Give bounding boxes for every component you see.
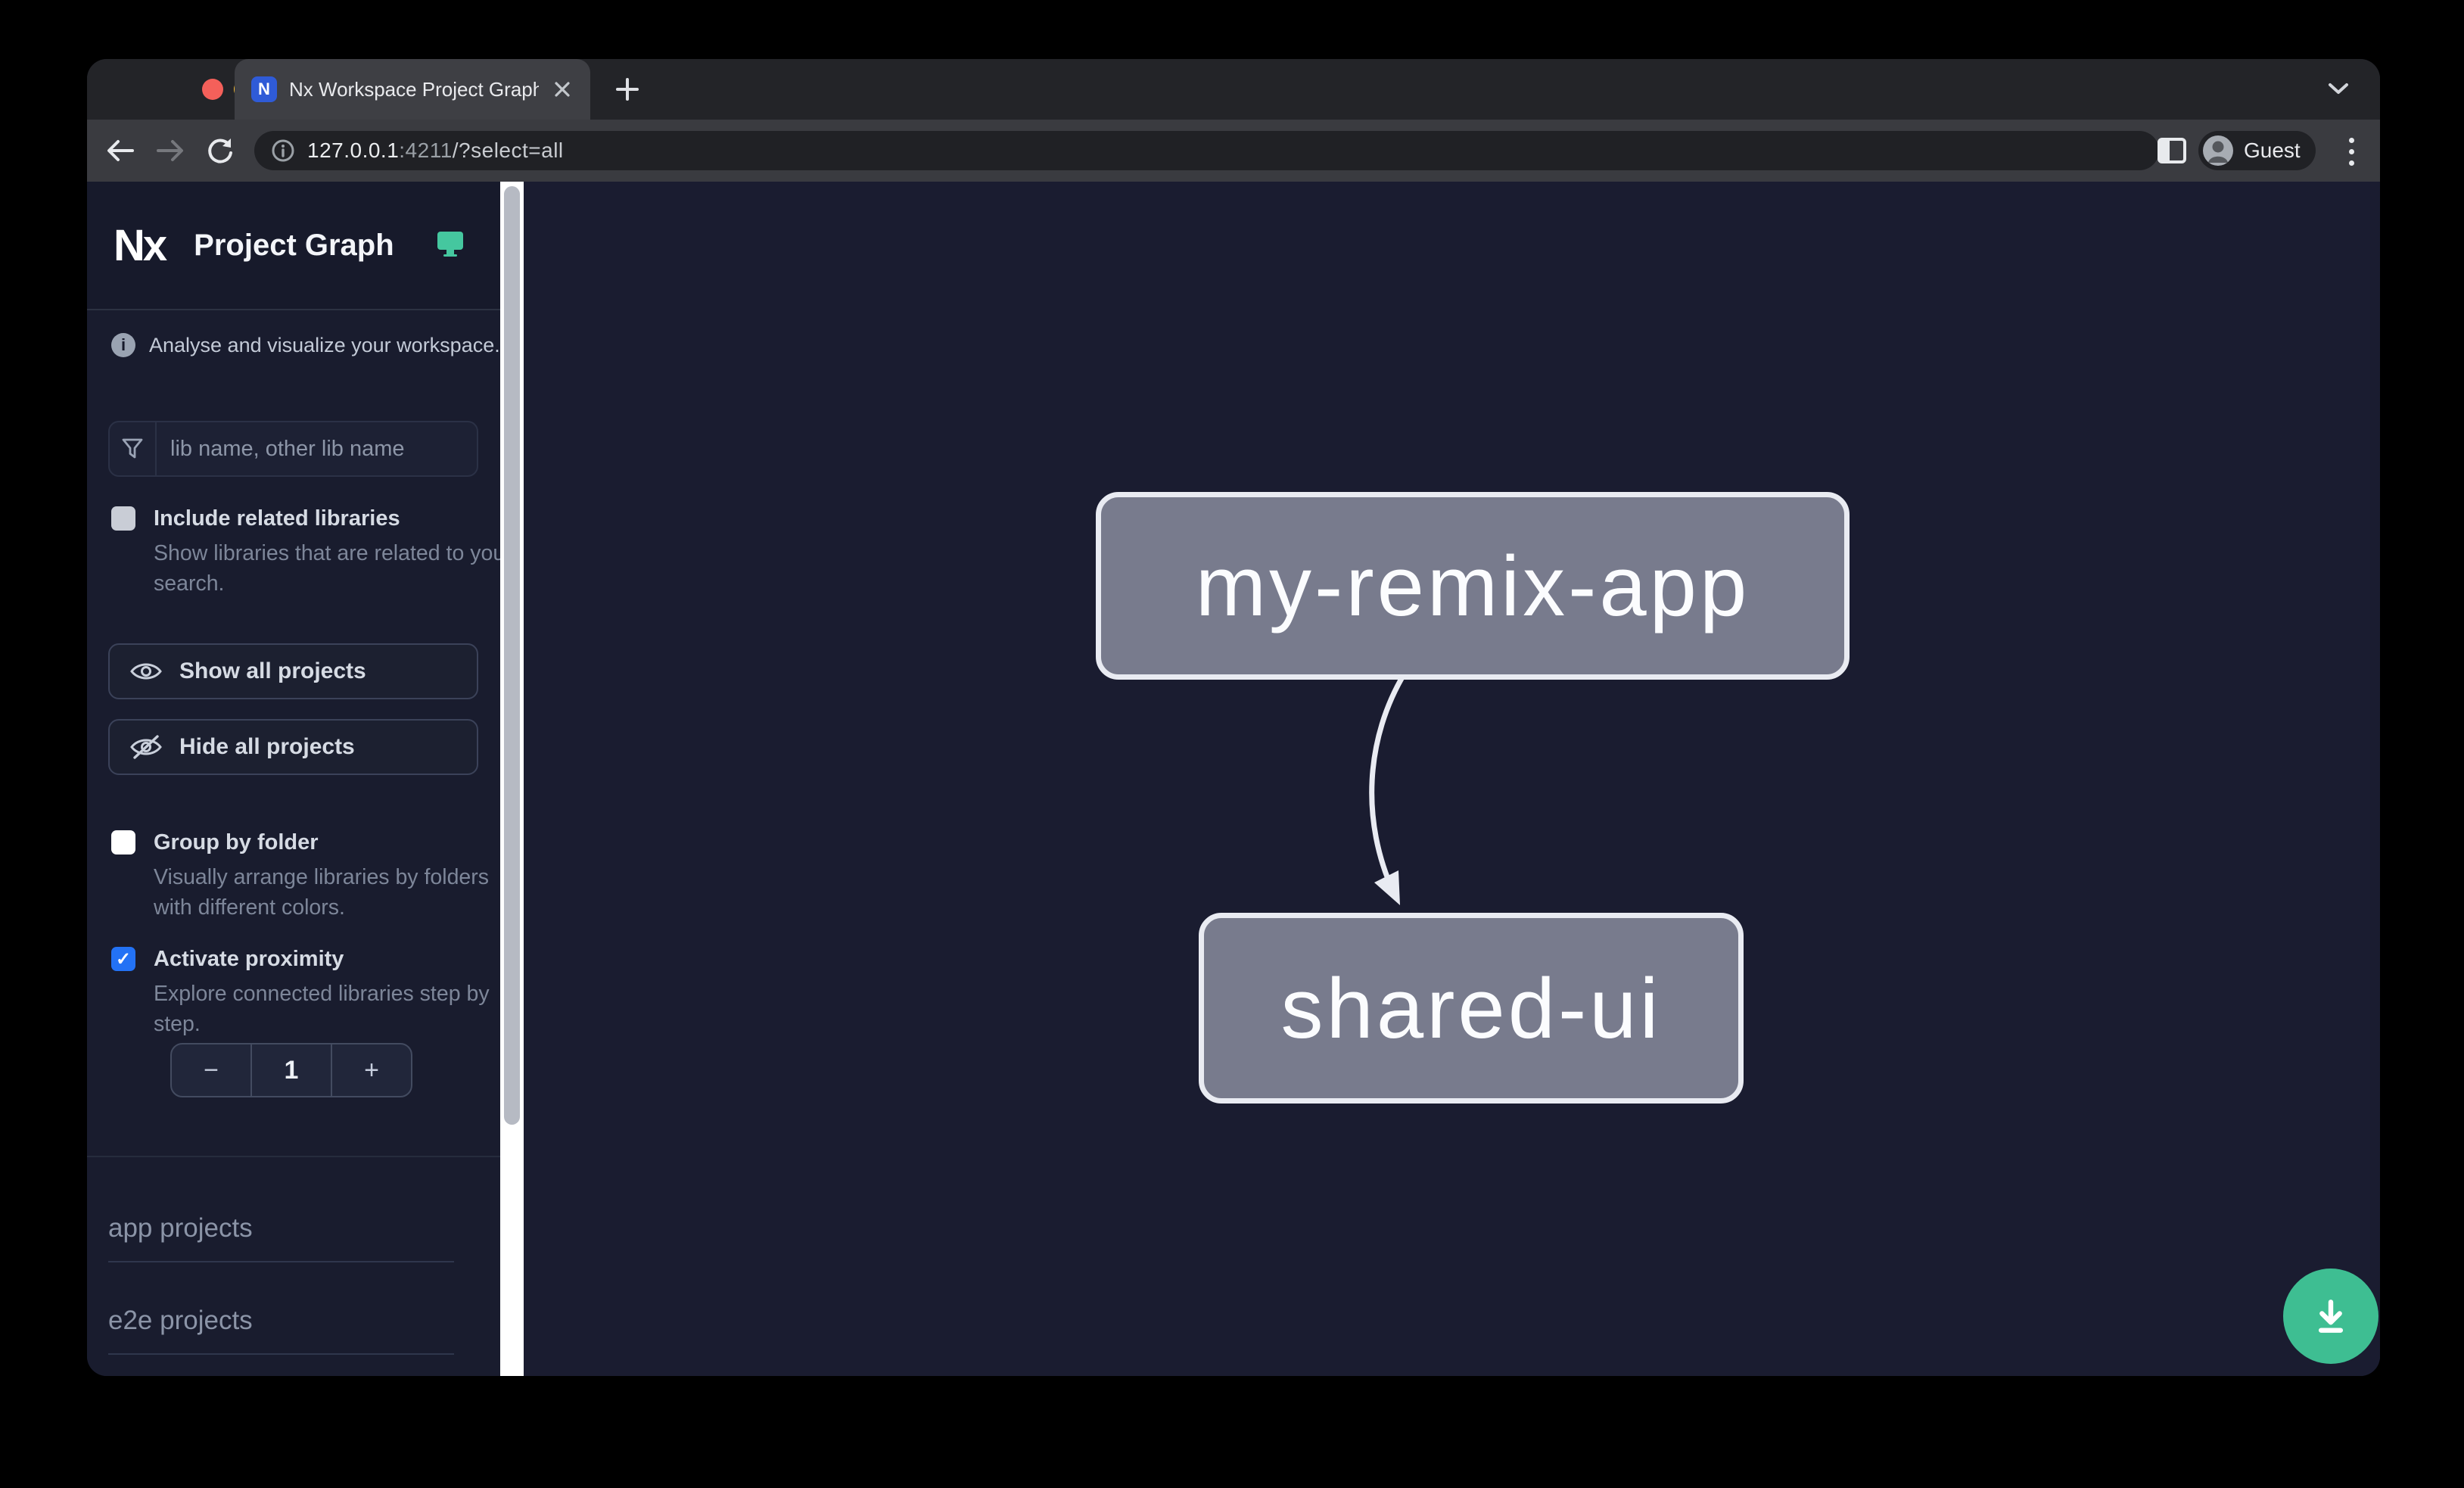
node-label: shared-ui [1280,960,1662,1056]
url-host: 127.0.0.1 [307,139,400,162]
graph-node-shared-ui[interactable]: shared-ui [1199,913,1744,1104]
page-content: Nx Project Graph i Analyse and visualize… [87,182,2380,1376]
monitor-icon[interactable] [435,229,465,262]
include-related-description: Show libraries that are related to your … [154,541,512,596]
group-by-folder-label: Group by folder [154,830,319,855]
browser-menu-icon[interactable] [2336,136,2366,167]
chevron-down-icon[interactable] [2327,82,2350,99]
hide-all-projects-button[interactable]: Hide all projects [108,719,478,775]
proximity-depth-value[interactable]: 1 [250,1044,332,1096]
filter-input[interactable] [157,422,477,475]
side-panel-icon[interactable] [2158,138,2186,163]
group-by-folder-checkbox[interactable] [111,830,135,855]
decrement-button[interactable]: − [204,1055,219,1085]
graph-node-my-remix-app[interactable]: my-remix-app [1096,492,1850,680]
site-info-icon[interactable] [271,139,295,163]
sidebar-scrollbar[interactable] [500,182,524,1376]
scrollbar-thumb[interactable] [504,186,520,1125]
nx-logo: Nx [114,220,167,270]
graph-canvas[interactable]: my-remix-app shared-ui [524,182,2380,1376]
reload-button[interactable] [204,134,237,167]
profile-label: Guest [2244,139,2301,162]
sidebar: Nx Project Graph i Analyse and visualize… [87,182,512,1376]
eye-off-icon [130,735,162,759]
sidebar-header: Nx Project Graph [87,182,500,310]
proximity-depth-stepper: − 1 + [170,1043,412,1097]
increment-button[interactable]: + [364,1055,379,1085]
browser-toolbar: 127.0.0.1:4211/?select=all Guest [87,120,2380,182]
include-related-checkbox[interactable] [111,506,135,531]
download-icon [2318,1300,2344,1333]
info-icon: i [111,333,135,357]
page-title: Project Graph [194,228,394,262]
url-port: :4211 [399,139,453,162]
show-all-projects-button[interactable]: Show all projects [108,643,478,699]
tab-nx-workspace-project-graph[interactable]: N Nx Workspace Project Graph [235,59,590,120]
activate-proximity-row: ✓ Activate proximity Explore connected l… [111,945,517,1039]
dependency-edge[interactable] [524,182,2380,1376]
include-related-label: Include related libraries [154,506,400,531]
hide-all-projects-label: Hide all projects [179,734,355,759]
tab-title: Nx Workspace Project Graph [289,77,539,101]
eye-icon [130,663,162,680]
profile-button[interactable]: Guest [2198,131,2316,170]
download-graph-button[interactable] [2283,1269,2378,1364]
tagline-text: Analyse and visualize your workspace. [149,333,500,356]
group-by-folder-row: Group by folder Visually arrange librari… [111,829,517,923]
filter-field [108,421,478,477]
sidebar-divider [87,1156,500,1157]
show-all-projects-label: Show all projects [179,658,366,683]
group-by-folder-description: Visually arrange libraries by folders wi… [154,865,490,920]
tab-strip: N Nx Workspace Project Graph [87,59,2380,120]
avatar [2203,135,2233,166]
forward-button[interactable] [154,134,187,167]
tagline-row: i Analyse and visualize your workspace. [111,333,500,357]
nx-favicon-icon: N [251,76,277,102]
node-label: my-remix-app [1195,538,1750,633]
tab-close-icon[interactable] [551,78,574,101]
new-tab-button[interactable] [611,73,644,106]
filter-funnel-icon [110,422,157,475]
address-bar[interactable]: 127.0.0.1:4211/?select=all [254,131,2159,170]
browser-window: N Nx Workspace Project Graph [87,59,2380,1376]
url-text: 127.0.0.1:4211/?select=all [307,139,564,163]
activate-proximity-checkbox[interactable]: ✓ [111,947,135,971]
activate-proximity-description: Explore connected libraries step by step… [154,982,490,1036]
traffic-light-close[interactable] [202,79,223,100]
url-path: /?select=all [452,139,564,162]
section-e2e-projects[interactable]: e2e projects [108,1306,454,1355]
section-app-projects[interactable]: app projects [108,1213,454,1262]
include-related-row: Include related libraries Show libraries… [111,505,517,599]
activate-proximity-label: Activate proximity [154,947,344,971]
back-button[interactable] [104,134,137,167]
